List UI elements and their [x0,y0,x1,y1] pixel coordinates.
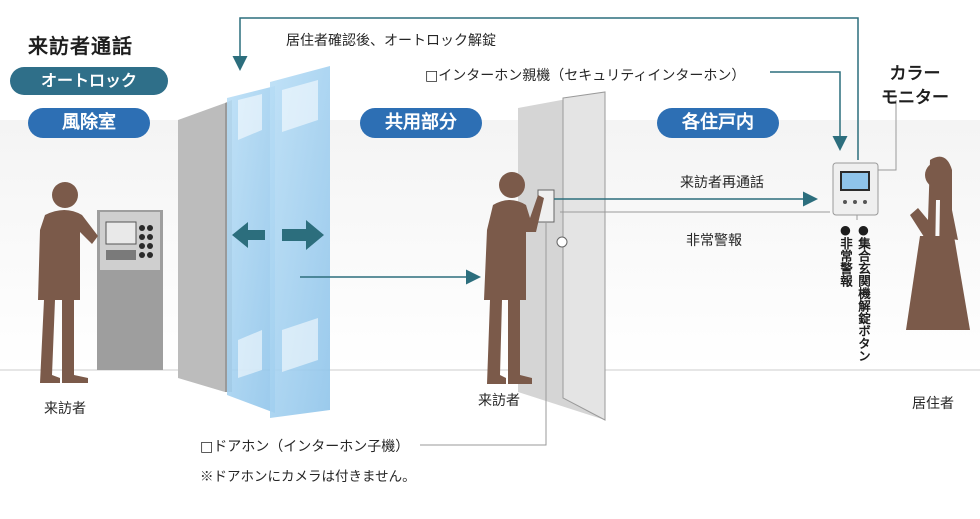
each-unit-badge: 各住戸内 [657,108,779,138]
page-title: 来訪者通話 [28,34,133,58]
autolock-badge: オートロック [10,67,168,95]
unlock-label: 居住者確認後、オートロック解錠 [286,33,496,49]
keypad-icon [139,225,153,258]
door-phone-note: ※ドアホンにカメラは付きません。 [200,469,416,485]
color-monitor-line2: モニター [881,88,949,108]
visitor-left-figure [38,182,98,383]
common-area-wall [518,91,606,421]
entrance-panel [97,210,163,370]
emergency-button-label: ●非常警報 [838,222,853,287]
door-phone-label: □ドアホン（インターホン子機） [200,439,410,455]
visitor-center-label: 来訪者 [478,393,520,409]
double-arrow-icon [232,220,324,250]
windbreak-room-badge: 風除室 [28,108,150,138]
master-intercom-label: □インターホン親機（セキュリティインターホン） [425,68,746,84]
visitor-recall-label: 来訪者再通話 [680,175,764,191]
entrance-unlock-button-label: ●集合玄関機解錠ボタン [856,222,871,362]
color-monitor-line1: カラー [889,64,941,84]
common-area-badge: 共用部分 [360,108,482,138]
emergency-alarm-label: 非常警報 [686,233,742,249]
visitor-left-label: 来訪者 [44,401,86,417]
color-monitor-device [832,162,879,216]
color-monitor-title: カラー モニター [870,62,960,110]
entrance-wall [178,100,232,392]
visitor-center-figure [484,172,544,384]
glass-doors [227,66,330,418]
resident-figure [906,156,970,330]
resident-label: 居住者 [912,396,954,412]
flow-lines [232,17,859,285]
